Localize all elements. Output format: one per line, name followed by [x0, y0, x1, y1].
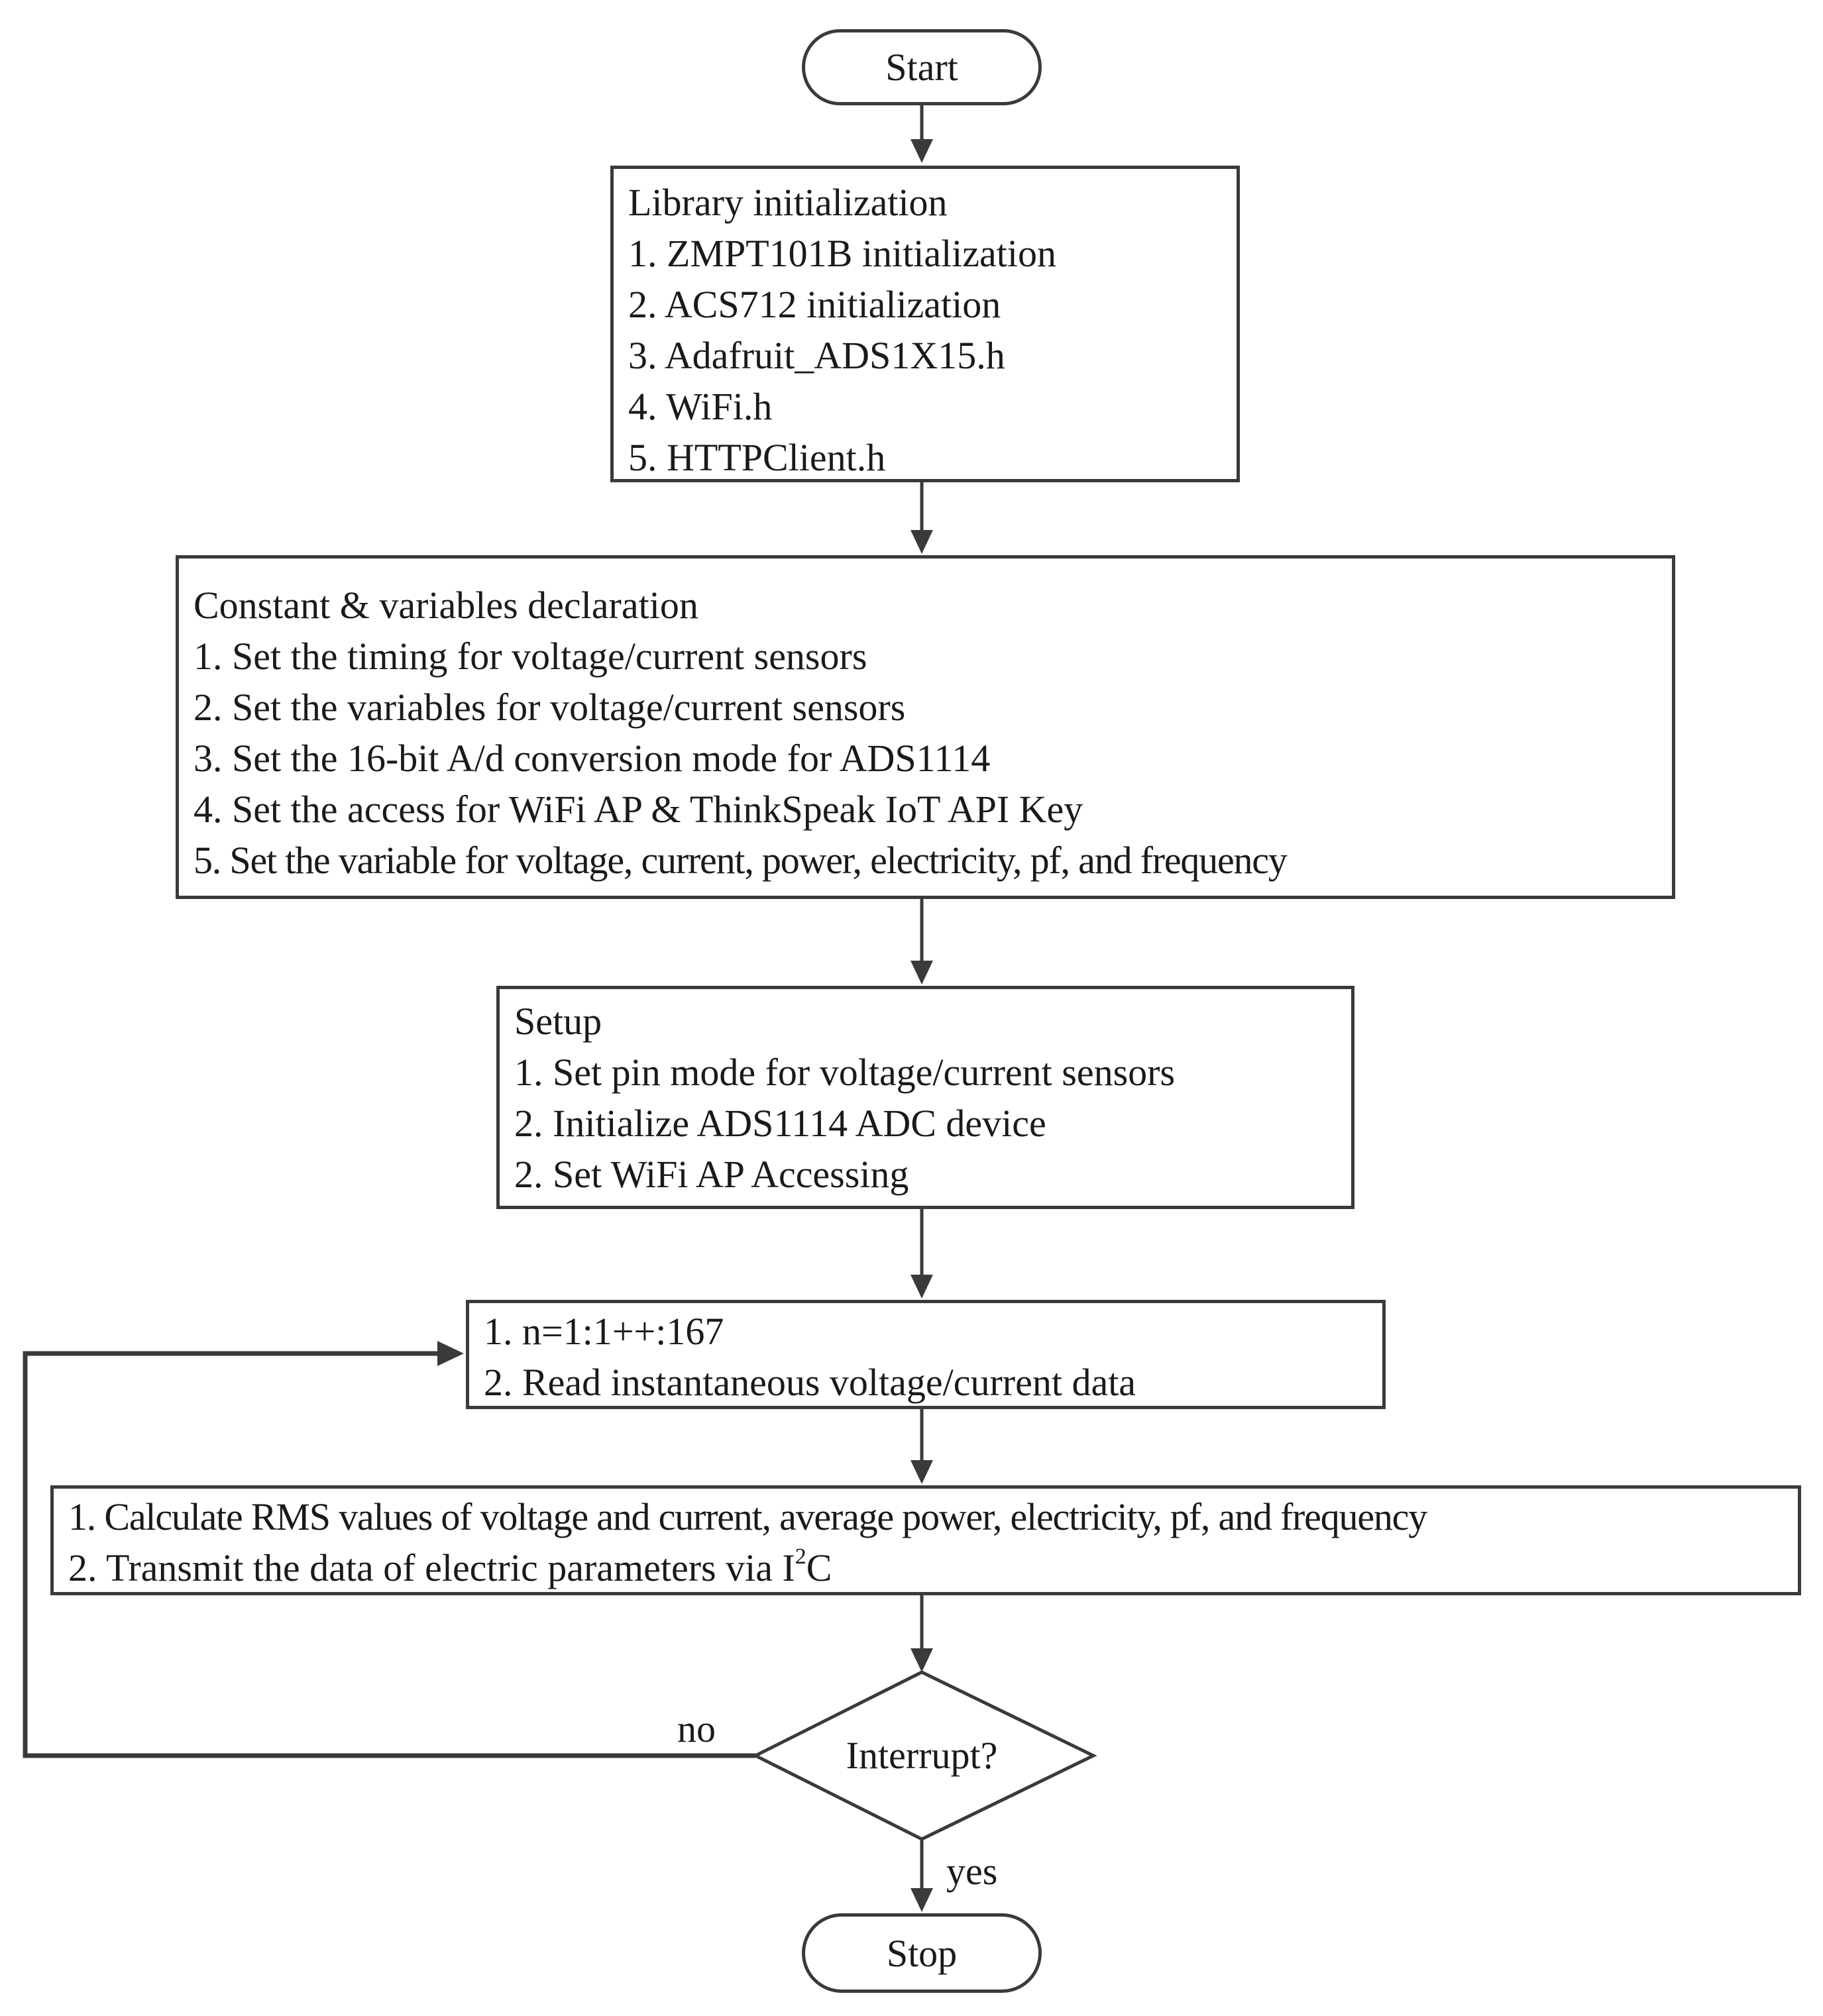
transmit-suffix: C: [806, 1546, 832, 1589]
arrow-no-loop-back: [23, 1351, 755, 1758]
arrowhead-loop-back: [437, 1341, 464, 1366]
start-terminal: Start: [802, 29, 1042, 105]
library-item: 5. HTTPClient.h: [628, 436, 886, 479]
declaration-box: Constant & variables declaration 1. Set …: [176, 555, 1675, 899]
no-label: no: [677, 1707, 716, 1750]
stop-label: Stop: [886, 1931, 958, 1975]
setup-item: 2. Initialize ADS1114 ADC device: [514, 1102, 1046, 1145]
arrowhead-decision: [911, 1648, 933, 1672]
declaration-item: 3. Set the 16-bit A/d conversion mode fo…: [193, 737, 991, 780]
library-item: 4. WiFi.h: [628, 385, 773, 428]
library-item: 3. Adafruit_ADS1X15.h: [628, 334, 1005, 377]
transmit-superscript: 2: [795, 1544, 806, 1569]
decision-label: Interrupt?: [846, 1734, 998, 1777]
setup-item: 2. Set WiFi AP Accessing: [514, 1153, 909, 1196]
setup-title: Setup: [514, 1000, 602, 1043]
declaration-item: 4. Set the access for WiFi AP & ThinkSpe…: [193, 788, 1083, 831]
calculate-item: 1. Calculate RMS values of voltage and c…: [68, 1495, 1427, 1538]
read-data-item: 2. Read instantaneous voltage/current da…: [484, 1361, 1136, 1404]
setup-box: Setup 1. Set pin mode for voltage/curren…: [496, 986, 1354, 1209]
library-title: Library initialization: [628, 181, 948, 224]
loop-counter: 1. n=1:1++:167: [484, 1310, 724, 1353]
declaration-title: Constant & variables declaration: [193, 584, 698, 627]
library-item: 1. ZMPT101B initialization: [628, 232, 1057, 275]
transmit-item: 2. Transmit the data of electric paramet…: [68, 1542, 1798, 1593]
calculate-transmit-box: 1. Calculate RMS values of voltage and c…: [50, 1485, 1801, 1595]
library-initialization-box: Library initialization 1. ZMPT101B initi…: [610, 166, 1240, 482]
start-label: Start: [885, 46, 958, 89]
arrowhead-library: [911, 139, 933, 163]
arrowhead-stop: [911, 1888, 933, 1912]
read-data-box: 1. n=1:1++:167 2. Read instantaneous vol…: [466, 1300, 1386, 1409]
yes-label: yes: [946, 1850, 998, 1893]
transmit-prefix: 2. Transmit the data of electric paramet…: [68, 1546, 795, 1589]
arrowhead-setup: [911, 961, 933, 984]
stop-terminal: Stop: [802, 1913, 1042, 1993]
library-item: 2. ACS712 initialization: [628, 283, 1001, 326]
declaration-item: 1. Set the timing for voltage/current se…: [193, 635, 867, 678]
arrowhead-declaration: [911, 530, 933, 554]
setup-item: 1. Set pin mode for voltage/current sens…: [514, 1051, 1176, 1094]
declaration-item: 2. Set the variables for voltage/current…: [193, 686, 906, 729]
decision-diamond: [751, 1670, 1097, 1841]
arrowhead-loop: [911, 1275, 933, 1299]
declaration-item: 5. Set the variable for voltage, current…: [193, 839, 1288, 882]
arrowhead-calculate: [911, 1460, 933, 1484]
